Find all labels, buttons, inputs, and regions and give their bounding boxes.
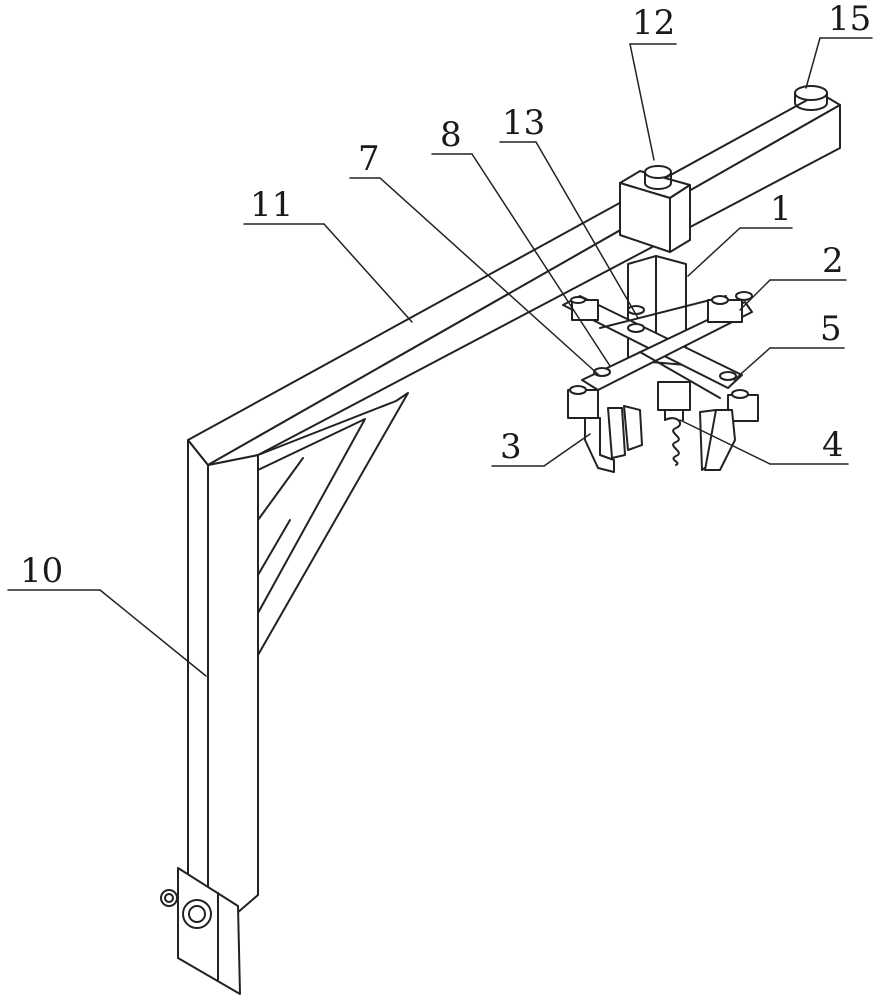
vertical-post [188,430,258,938]
label-part-7: 7 [358,142,380,176]
label-part-10: 10 [20,554,63,588]
label-part-11: 11 [250,188,293,222]
label-part-15: 15 [828,2,871,36]
label-part-8: 8 [440,118,462,152]
label-part-1: 1 [770,192,792,226]
center-screw-spring [658,382,690,465]
label-part-5: 5 [820,312,842,346]
label-part-4: 4 [822,428,844,462]
label-part-2: 2 [822,244,844,278]
label-part-13: 13 [502,106,545,140]
label-part-3: 3 [500,430,522,464]
label-part-12: 12 [632,6,675,40]
jaws [585,406,735,472]
